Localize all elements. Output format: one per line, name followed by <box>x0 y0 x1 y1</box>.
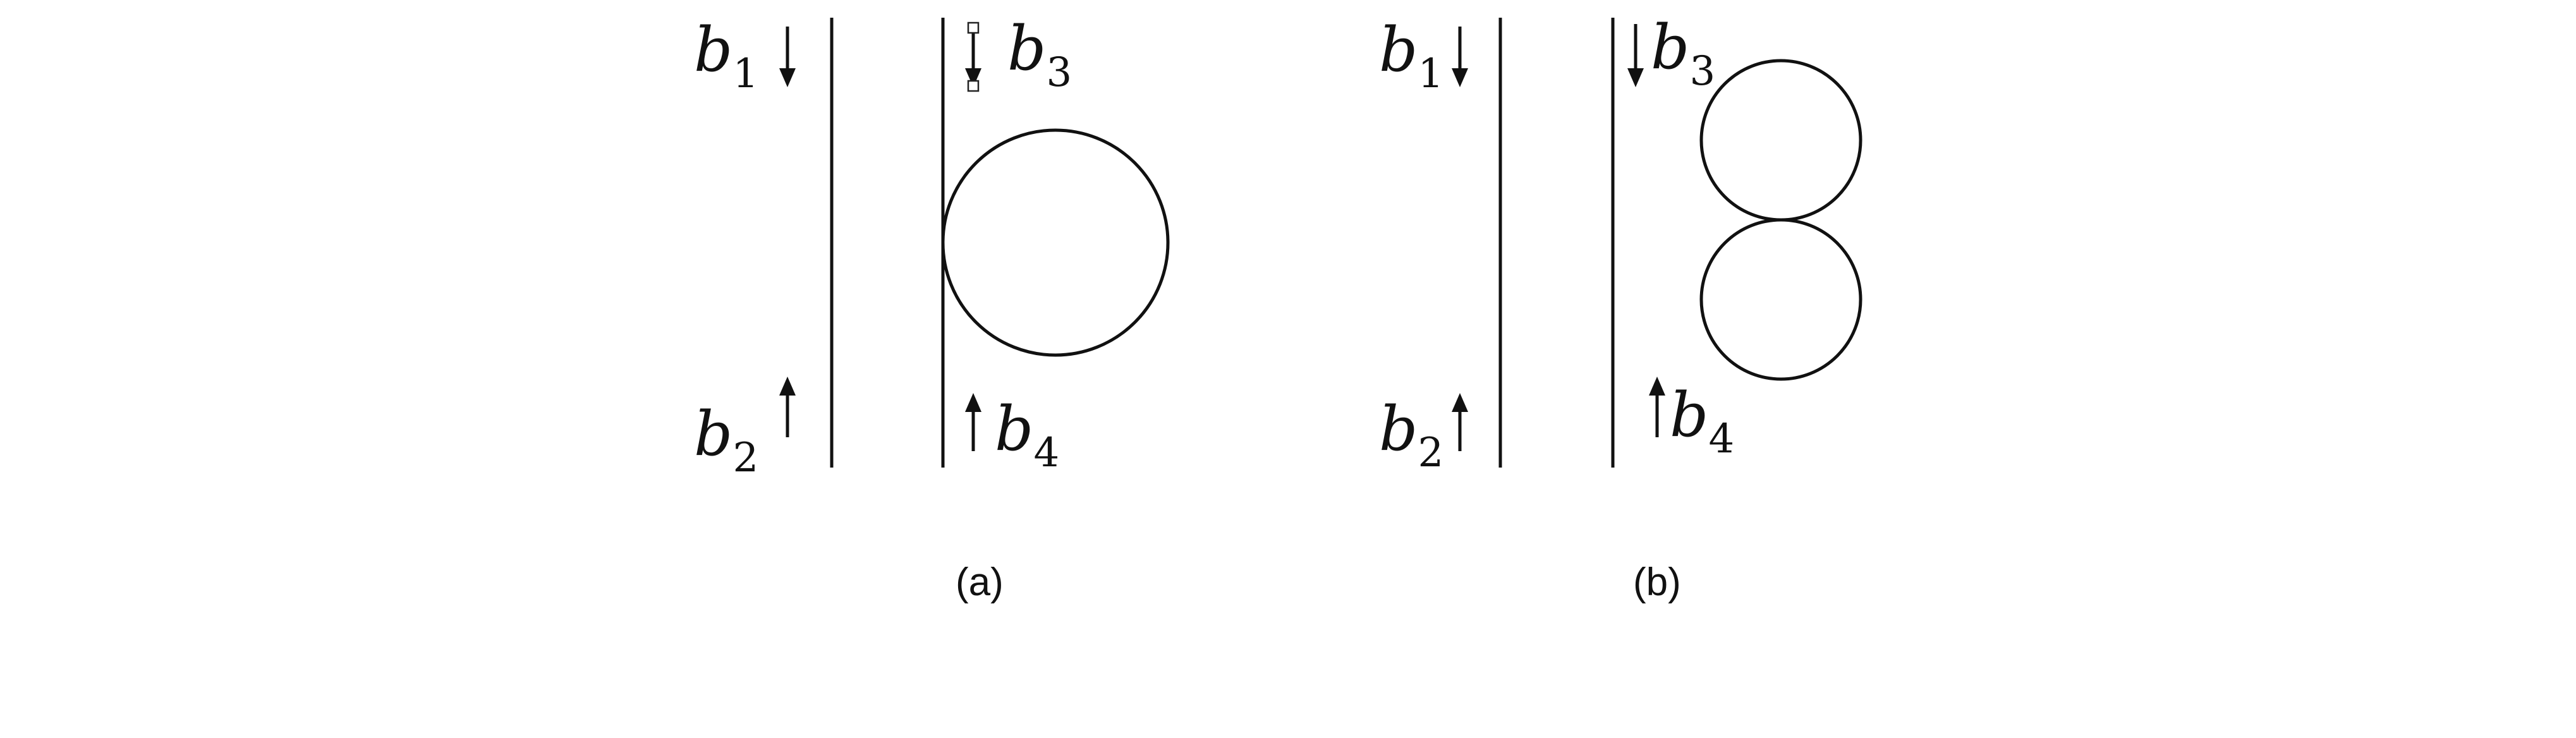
panel-b-arrow-b4-up-icon <box>1649 377 1665 437</box>
panel-a-arrow-b3-down-icon <box>965 21 981 92</box>
panel-a-label-b1: b1 <box>694 15 758 97</box>
panel-b-label-b3: b3 <box>1651 12 1715 95</box>
panel-a-label-b2: b2 <box>694 399 758 481</box>
panel-a-caption: (a) <box>956 560 1004 604</box>
panel-b-arrow-b3-down-icon <box>1627 24 1644 87</box>
panel-a-arrow-b2-up-icon <box>779 377 796 437</box>
selection-handle-bottom <box>967 80 980 92</box>
panel-b: b1 b2 b3 b4 (b) <box>1379 12 1862 604</box>
panel-b-upper-loop-circle <box>1699 59 1862 222</box>
panel-a-label-b3: b3 <box>1007 13 1072 96</box>
panel-a-loop-circle <box>941 128 1170 357</box>
selection-handle-top <box>967 21 980 34</box>
panel-b-arrow-b1-down-icon <box>1452 27 1468 87</box>
panel-a: b1 b2 b3 b4 <box>694 13 1170 604</box>
panel-a-arrow-b4-up-icon <box>965 393 981 451</box>
panel-b-label-b1: b1 <box>1379 15 1443 97</box>
panel-a-label-b4: b4 <box>995 394 1059 476</box>
panel-b-arrow-b2-up-icon <box>1452 393 1468 451</box>
panel-b-label-b4: b4 <box>1670 380 1734 463</box>
panel-b-label-b2: b2 <box>1379 394 1443 476</box>
panel-b-lower-loop-circle <box>1699 218 1862 381</box>
panel-b-caption: (b) <box>1633 560 1681 604</box>
panel-a-arrow-b1-down-icon <box>779 27 796 87</box>
